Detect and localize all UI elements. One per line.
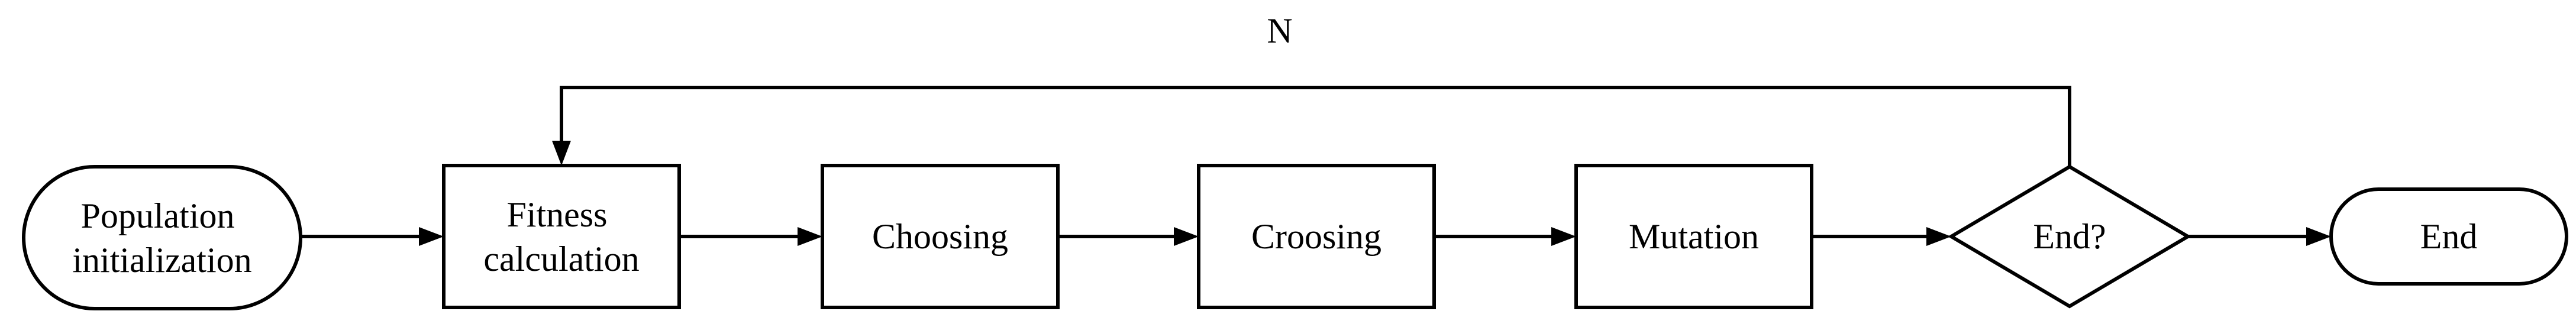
node-end-decision: End?	[1948, 164, 2191, 309]
node-population-initialization-line-1: Population	[80, 196, 234, 235]
node-mutation-label: Mutation	[1629, 217, 1759, 256]
node-fitness-calculation-line-1: Fitness	[506, 195, 607, 234]
edge-choosing-to-croosing	[1058, 227, 1199, 246]
edge-mutation-to-decision-arrowhead	[1926, 227, 1951, 246]
node-choosing-label: Choosing	[872, 217, 1008, 256]
node-end: End	[2329, 187, 2568, 286]
node-mutation: Mutation	[1574, 164, 1813, 309]
edge-decision-loop-to-fitness	[552, 86, 2071, 167]
node-end-decision-label: End?	[2033, 217, 2106, 256]
edge-population-to-fitness-arrowhead	[419, 227, 444, 246]
edge-decision-loop-to-fitness-arrowhead	[552, 141, 571, 166]
node-population-initialization-line-2: initialization	[72, 241, 251, 280]
edge-decision-to-end	[2188, 227, 2331, 246]
edge-croosing-to-mutation-arrowhead	[1551, 227, 1576, 246]
edge-decision-to-end-arrowhead	[2306, 227, 2331, 246]
loop-edge-label: N	[1267, 11, 1292, 50]
node-croosing-label: Croosing	[1251, 217, 1381, 256]
edge-mutation-to-decision	[1812, 227, 1951, 246]
edge-croosing-to-mutation	[1434, 227, 1576, 246]
edge-choosing-to-croosing-arrowhead	[1174, 227, 1199, 246]
edge-population-to-fitness	[301, 227, 444, 246]
node-croosing: Croosing	[1197, 164, 1436, 309]
edge-fitness-to-choosing-arrowhead	[798, 227, 822, 246]
node-fitness-calculation-line-2: calculation	[483, 239, 639, 278]
node-fitness-calculation: Fitness calculation	[442, 164, 681, 309]
node-population-initialization: Population initialization	[22, 165, 302, 310]
svg-text:Population initializatio: Population initialization	[72, 196, 251, 280]
node-choosing: Choosing	[821, 164, 1060, 309]
svg-text:Fitness calculation: Fitness calculation	[483, 195, 639, 278]
edge-fitness-to-choosing	[679, 227, 822, 246]
node-end-label: End	[2420, 217, 2478, 256]
